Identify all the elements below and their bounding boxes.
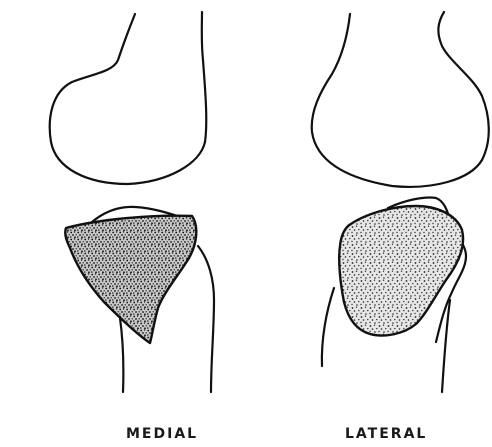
lateral-femur-outline xyxy=(312,12,489,187)
medial-label: MEDIAL xyxy=(126,426,198,442)
medial-patella-stippled xyxy=(65,216,196,343)
lateral-label: LATERAL xyxy=(345,426,427,442)
medial-tibia-inner-line xyxy=(120,318,123,392)
medial-femur-outline xyxy=(50,12,207,184)
medial-tibia-shaft xyxy=(198,246,214,392)
medial-view xyxy=(50,12,214,392)
lateral-tibia-inner-line xyxy=(322,288,334,366)
lateral-patella-stippled xyxy=(339,206,463,336)
lateral-view xyxy=(312,12,489,392)
